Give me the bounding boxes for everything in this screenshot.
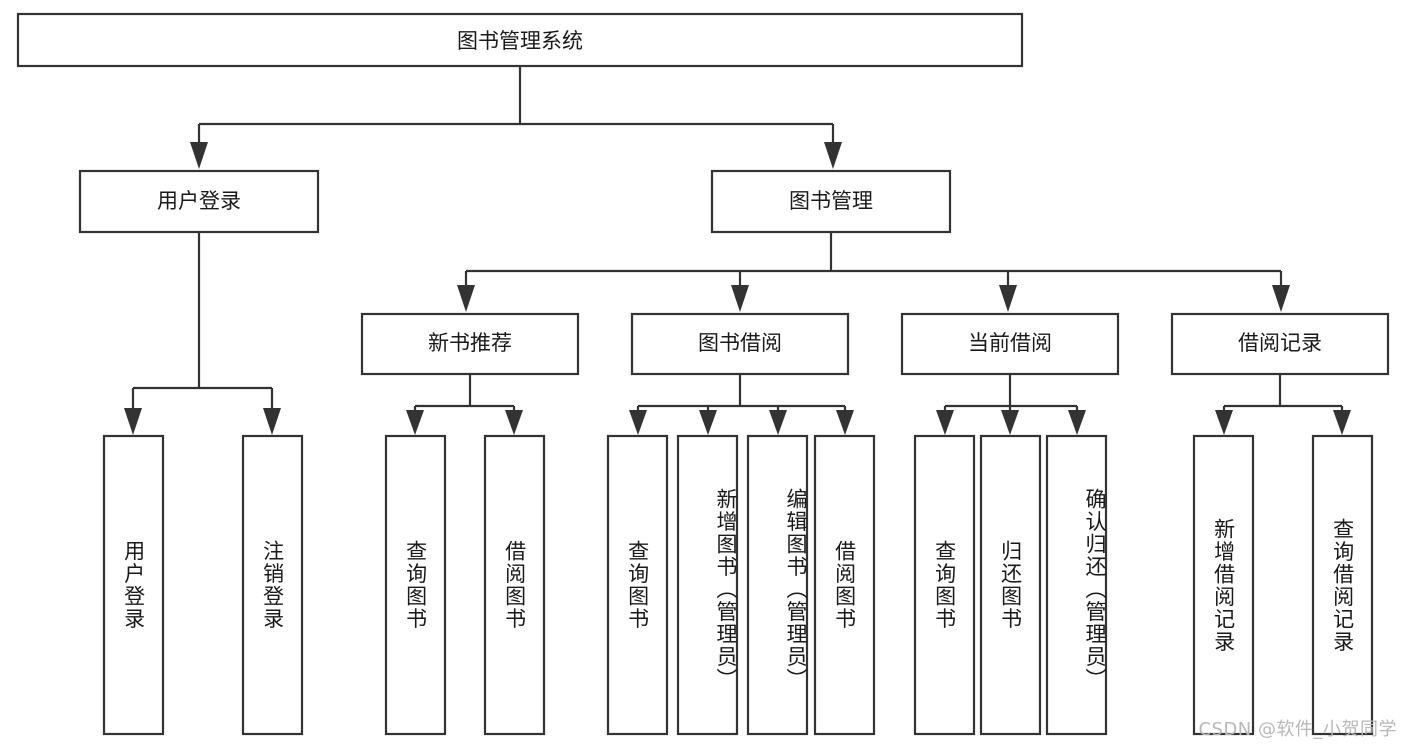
node-borrow-record-label: 借阅记录 bbox=[1238, 331, 1322, 355]
arrow-head-icon bbox=[406, 410, 424, 435]
leaf-box-query-book-recommend[interactable] bbox=[384, 434, 447, 736]
leaf-box-logout[interactable] bbox=[241, 434, 304, 736]
arrow-head-icon bbox=[1272, 285, 1290, 312]
arrow-head-icon bbox=[505, 410, 523, 435]
node-user-login[interactable]: 用户登录 bbox=[78, 169, 320, 234]
arrow-head-icon bbox=[1001, 410, 1019, 435]
node-root[interactable]: 图书管理系统 bbox=[16, 12, 1024, 68]
node-current-borrow-label: 当前借阅 bbox=[968, 331, 1052, 355]
node-new-book-recommend[interactable]: 新书推荐 bbox=[360, 312, 580, 376]
arrow-head-icon bbox=[731, 285, 749, 312]
leaf-box-edit-book-admin[interactable] bbox=[746, 434, 809, 736]
arrow-head-icon bbox=[836, 410, 854, 435]
arrow-head-icon bbox=[699, 410, 717, 435]
node-book-management[interactable]: 图书管理 bbox=[710, 169, 952, 234]
leaf-box-confirm-return-admin[interactable] bbox=[1045, 434, 1108, 736]
leaf-box-add-borrow-record[interactable] bbox=[1192, 434, 1255, 736]
node-book-management-label: 图书管理 bbox=[789, 189, 873, 213]
node-current-borrow-box[interactable] bbox=[900, 312, 1120, 376]
arrow-head-icon bbox=[457, 285, 475, 312]
arrow-head-icon bbox=[629, 410, 647, 435]
connector-borrow-record-to-leaves bbox=[1215, 374, 1351, 435]
leaf-box-borrow-book[interactable] bbox=[813, 434, 876, 736]
connector-book-management-to-level3 bbox=[457, 232, 1290, 312]
node-book-borrow-label: 图书借阅 bbox=[698, 331, 782, 355]
arrow-head-icon bbox=[936, 410, 954, 435]
node-current-borrow[interactable]: 当前借阅 bbox=[900, 312, 1120, 376]
leaf-box-user-login[interactable] bbox=[102, 434, 165, 736]
arrow-head-icon bbox=[124, 408, 142, 435]
node-user-login-box[interactable] bbox=[78, 169, 320, 234]
leaf-box-query-book-borrow[interactable] bbox=[606, 434, 669, 736]
node-root-box[interactable] bbox=[16, 12, 1024, 68]
leaf-box-query-book-current[interactable] bbox=[913, 434, 976, 736]
connector-new-book-recommend-to-leaves bbox=[406, 374, 523, 435]
leaf-box-add-book-admin[interactable] bbox=[676, 434, 739, 736]
node-new-book-recommend-box[interactable] bbox=[360, 312, 580, 376]
arrow-head-icon bbox=[824, 142, 842, 169]
arrow-head-icon bbox=[1068, 410, 1086, 435]
connector-user-login-to-leaves bbox=[124, 232, 281, 435]
node-borrow-record[interactable]: 借阅记录 bbox=[1170, 312, 1390, 376]
arrow-head-icon bbox=[769, 410, 787, 435]
leaf-box-borrow-book-recommend[interactable] bbox=[483, 434, 546, 736]
arrow-head-icon bbox=[1215, 410, 1233, 435]
arrow-head-icon bbox=[263, 408, 281, 435]
node-new-book-recommend-label: 新书推荐 bbox=[428, 331, 512, 355]
node-root-label: 图书管理系统 bbox=[457, 29, 583, 53]
leaf-box-return-book[interactable] bbox=[979, 434, 1042, 736]
arrow-head-icon bbox=[999, 285, 1017, 312]
node-user-login-label: 用户登录 bbox=[157, 189, 241, 213]
arrow-head-icon bbox=[1333, 410, 1351, 435]
connector-root-to-level2 bbox=[190, 66, 842, 169]
leaf-box-query-borrow-record[interactable] bbox=[1311, 434, 1374, 736]
watermark-text: CSDN @软件_小贺同学 bbox=[1198, 719, 1397, 740]
connector-current-borrow-to-leaves bbox=[936, 374, 1086, 435]
arrow-head-icon bbox=[190, 142, 208, 169]
connector-book-borrow-to-leaves bbox=[629, 374, 854, 435]
node-book-borrow[interactable]: 图书借阅 bbox=[630, 312, 850, 376]
